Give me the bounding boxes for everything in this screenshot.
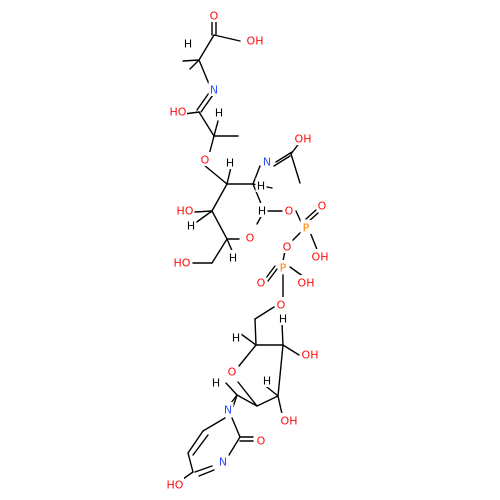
atom-label-bg [300,220,312,234]
atom-label-bg [261,373,273,387]
atom-label-p1: P [303,222,310,235]
atom-label-bg [226,364,238,378]
atom-label-bg [227,250,239,264]
atom-label-h-lac: H [215,107,223,120]
atom-label-ho-c4: HO [177,205,194,218]
atom-label-ho-amide: HO [170,106,187,119]
atom-label-n3: N [219,456,227,469]
atom-label-bg [230,330,242,344]
bond-lines [182,20,319,480]
atom-label-o-ring: O [246,232,255,245]
atom-label-h-4p: H [232,332,240,345]
atom-label-bg [182,36,194,50]
atom-label-n-acet: N [263,156,271,169]
atom-label-h-1p: H [212,377,220,390]
atom-label-bg [316,198,328,212]
atom-label-o-c2: O [257,435,266,448]
atom-label-bg [246,33,264,47]
atom-label-o-p1: O [318,200,327,213]
atom-label-bg [281,239,293,253]
atom-label-bg [217,454,229,468]
atom-label-bg [222,402,234,416]
atom-label-oh-p1: OH [312,251,329,264]
atom-label-bg [301,347,319,361]
atom-label-o-bridge: O [283,241,292,254]
atom-label-h-c4: H [187,220,195,233]
atom-label-o-ribring: O [228,366,237,379]
atom-label-oh-3p: OH [302,349,319,362]
atom-label-cooh-oh: OH [247,35,264,48]
atom-label-h-ala: H [184,38,192,51]
atom-label-o-p2: O [257,277,266,290]
atom-label-bg [261,154,273,168]
atom-label-p2: P [280,262,287,275]
atom-label-bg [255,178,267,192]
atom-label-bg [283,203,295,217]
atom-label-ho-c4u: HO [167,479,184,492]
atom-label-h-2p: H [263,375,271,388]
atom-label-cooh-o: O [210,10,219,23]
atom-label-bg [213,105,225,119]
atom-label-h-c1: H [258,205,266,218]
atom-label-bg [208,82,220,96]
atom-label-bg [255,433,267,447]
atom-label-n-ala: N [210,84,218,97]
atom-label-bg [185,218,197,232]
atom-label-o-5p: O [277,299,286,312]
atom-label-bg [277,260,289,274]
atom-label-bg [255,275,267,289]
atom-label-o-ether: O [201,154,210,167]
atom-label-n1: N [224,404,232,417]
atom-label-o-glyc: O [285,205,294,218]
atom-label-bg [210,375,222,389]
atom-label-oh-p2: OH [298,277,315,290]
atom-label-bg [199,152,211,166]
atom-label-oh-2p: OH [281,415,298,428]
atom-label-h-c3: H [226,157,234,170]
atom-label-bg [173,255,191,269]
atom-label-bg [169,104,187,118]
atom-label-bg [244,230,256,244]
atom-label-bg [275,297,287,311]
atom-label-bg [280,413,298,427]
atom-label-h-c2: H [257,180,265,193]
atom-label-bg [294,131,312,145]
atom-label-bg [297,275,315,289]
atom-label-bg [176,203,194,217]
atom-label-bg [277,311,289,325]
atom-label-h-c5: H [229,252,237,265]
atom-label-bg [208,8,220,22]
atom-label-ho-c6: HO [174,257,191,270]
atom-label-bg [166,477,184,491]
atom-label-bg [311,249,329,263]
atom-label-bg [224,155,236,169]
atom-label-h-3p: H [279,313,287,326]
atom-label-oh-acet: OH [295,133,312,146]
atom-label-bg [256,203,268,217]
